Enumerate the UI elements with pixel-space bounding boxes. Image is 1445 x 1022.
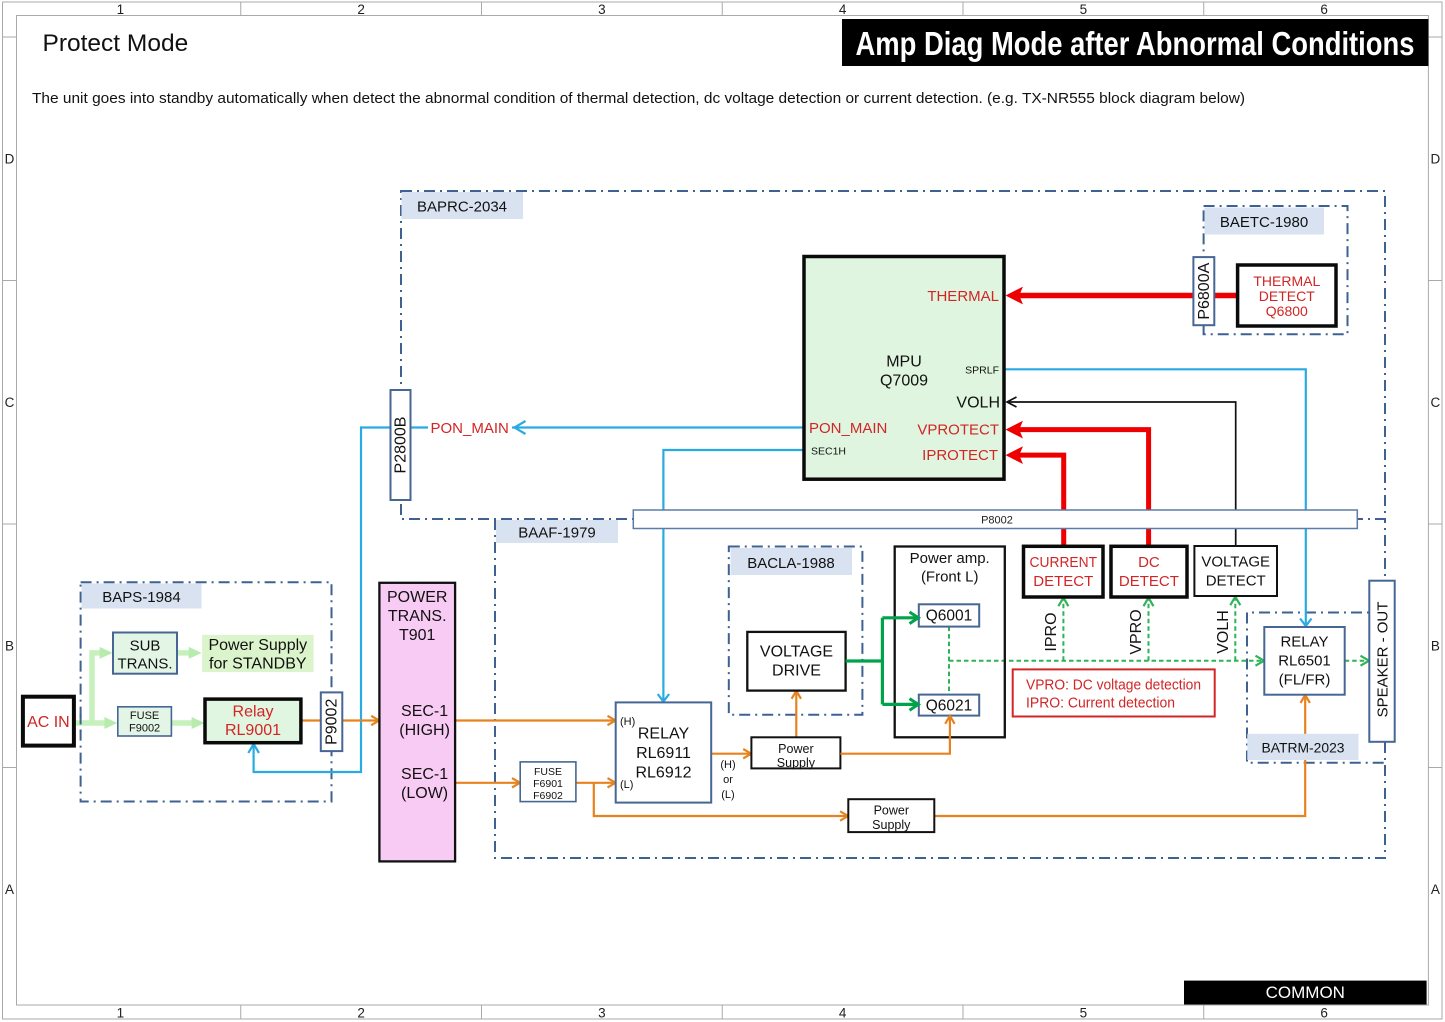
svg-text:C: C [5, 395, 15, 410]
svg-text:PON_MAIN: PON_MAIN [431, 420, 509, 437]
svg-text:F6901: F6901 [533, 778, 563, 790]
svg-text:AC IN: AC IN [27, 714, 70, 731]
svg-text:Protect Mode: Protect Mode [43, 30, 189, 57]
svg-text:3: 3 [598, 2, 606, 17]
svg-text:Q6800: Q6800 [1266, 303, 1308, 319]
svg-text:THERMAL: THERMAL [1253, 273, 1320, 289]
svg-text:(L): (L) [721, 789, 734, 801]
svg-text:A: A [1431, 882, 1440, 897]
svg-text:The unit goes into standby aut: The unit goes into standby automatically… [32, 90, 1245, 107]
svg-text:D: D [1431, 152, 1441, 167]
svg-text:BAPRC-2034: BAPRC-2034 [417, 199, 507, 216]
svg-text:COMMON: COMMON [1266, 983, 1345, 1002]
svg-text:3: 3 [598, 1005, 606, 1020]
svg-text:5: 5 [1080, 1005, 1088, 1020]
svg-text:F9002: F9002 [129, 723, 160, 735]
svg-text:(LOW): (LOW) [401, 785, 448, 802]
svg-text:Q7009: Q7009 [880, 373, 928, 390]
svg-text:VOLTAGE: VOLTAGE [760, 644, 833, 661]
svg-text:VPRO: VPRO [1128, 609, 1145, 654]
svg-text:Q6001: Q6001 [926, 608, 973, 625]
svg-text:RL6501: RL6501 [1278, 653, 1331, 670]
svg-text:2: 2 [357, 2, 365, 17]
svg-text:(FL/FR): (FL/FR) [1279, 672, 1331, 689]
svg-text:Supply: Supply [777, 756, 816, 770]
svg-text:1: 1 [117, 1005, 125, 1020]
svg-text:2: 2 [357, 1005, 365, 1020]
svg-text:A: A [5, 882, 14, 897]
svg-text:(H): (H) [720, 759, 735, 771]
svg-text:B: B [5, 639, 14, 654]
svg-text:DETECT: DETECT [1119, 573, 1179, 590]
svg-text:4: 4 [839, 2, 847, 17]
svg-text:DETECT: DETECT [1259, 288, 1315, 304]
svg-text:RL6912: RL6912 [635, 765, 691, 782]
svg-text:RELAY: RELAY [1280, 634, 1328, 651]
svg-text:VPROTECT: VPROTECT [917, 422, 999, 439]
svg-text:B: B [1431, 639, 1440, 654]
svg-text:MPU: MPU [886, 354, 922, 371]
svg-text:DETECT: DETECT [1033, 573, 1093, 590]
svg-text:P8002: P8002 [981, 515, 1013, 527]
svg-text:IPRO: IPRO [1043, 612, 1060, 651]
svg-text:Q6021: Q6021 [926, 698, 973, 715]
svg-text:C: C [1431, 395, 1441, 410]
svg-text:6: 6 [1320, 1005, 1328, 1020]
svg-text:Relay: Relay [233, 704, 274, 721]
svg-text:VOLH: VOLH [1215, 610, 1232, 654]
svg-text:DETECT: DETECT [1206, 573, 1266, 590]
svg-text:SEC-1: SEC-1 [401, 766, 448, 783]
svg-text:4: 4 [839, 1005, 847, 1020]
svg-text:SPEAKER - OUT: SPEAKER - OUT [1375, 602, 1392, 718]
svg-text:BATRM-2023: BATRM-2023 [1262, 740, 1345, 755]
svg-text:Supply: Supply [872, 818, 911, 832]
svg-text:VOLH: VOLH [956, 395, 1000, 412]
svg-text:POWER: POWER [387, 589, 447, 606]
svg-text:VOLTAGE: VOLTAGE [1201, 554, 1270, 571]
svg-text:6: 6 [1320, 2, 1328, 17]
svg-text:IPROTECT: IPROTECT [922, 447, 998, 464]
svg-text:VPRO: DC voltage detection: VPRO: DC voltage detection [1026, 677, 1201, 694]
svg-text:Power amp.: Power amp. [910, 550, 990, 567]
svg-text:BACLA-1988: BACLA-1988 [747, 555, 835, 572]
svg-text:FUSE: FUSE [130, 710, 159, 722]
svg-text:P2800B: P2800B [393, 417, 410, 474]
svg-text:IPRO: Current detection: IPRO: Current detection [1026, 695, 1175, 712]
svg-text:or: or [723, 774, 733, 786]
svg-text:T901: T901 [399, 627, 436, 644]
svg-text:(L): (L) [620, 779, 633, 791]
svg-text:BAPS-1984: BAPS-1984 [102, 589, 180, 606]
svg-text:RL6911: RL6911 [636, 745, 691, 762]
svg-text:SUB: SUB [130, 638, 161, 655]
svg-text:(Front L): (Front L) [921, 569, 979, 586]
svg-text:P6800A: P6800A [1196, 262, 1213, 319]
svg-text:TRANS.: TRANS. [117, 656, 172, 673]
svg-text:F6902: F6902 [533, 790, 563, 802]
svg-text:SEC1H: SEC1H [811, 446, 846, 458]
svg-text:FUSE: FUSE [534, 766, 562, 778]
svg-text:RL9001: RL9001 [225, 722, 281, 739]
svg-text:RELAY: RELAY [638, 726, 690, 743]
svg-text:D: D [5, 152, 15, 167]
svg-text:DRIVE: DRIVE [772, 663, 821, 680]
svg-text:PON_MAIN: PON_MAIN [809, 420, 887, 437]
svg-text:for STANDBY: for STANDBY [209, 656, 307, 673]
svg-text:THERMAL: THERMAL [927, 288, 999, 305]
svg-text:5: 5 [1080, 2, 1088, 17]
svg-text:Power Supply: Power Supply [208, 637, 307, 654]
svg-text:(HIGH): (HIGH) [399, 722, 450, 739]
svg-text:SPRLF: SPRLF [965, 364, 999, 376]
svg-text:DC: DC [1138, 554, 1160, 571]
svg-text:TRANS.: TRANS. [388, 608, 447, 625]
svg-text:Power: Power [874, 804, 909, 818]
svg-text:Amp Diag Mode after Abnormal C: Amp Diag Mode after Abnormal Conditions [856, 25, 1415, 62]
svg-text:SEC-1: SEC-1 [401, 703, 448, 720]
svg-text:CURRENT: CURRENT [1030, 554, 1098, 571]
svg-text:Power: Power [778, 742, 813, 756]
svg-text:BAETC-1980: BAETC-1980 [1220, 214, 1308, 231]
svg-text:1: 1 [117, 2, 125, 17]
svg-text:(H): (H) [620, 716, 635, 728]
svg-text:BAAF-1979: BAAF-1979 [518, 525, 596, 542]
svg-text:P9002: P9002 [324, 699, 341, 745]
